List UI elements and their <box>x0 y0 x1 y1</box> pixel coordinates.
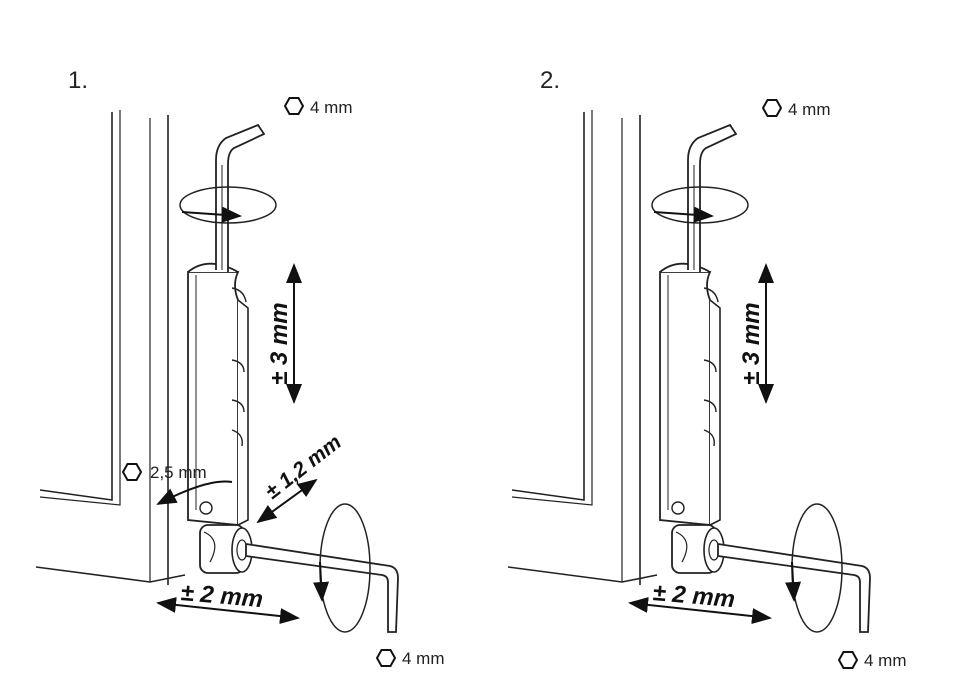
compression-arrow <box>256 478 318 524</box>
horizontal-adjust-label: ± 2 mm <box>179 579 264 613</box>
compression-adjust-label: ± 1,2 mm <box>261 431 346 504</box>
vertical-adjust-label: ± 3 mm <box>738 302 765 385</box>
top-wrench-size: 4 mm <box>310 98 353 117</box>
step-number: 2. <box>540 67 560 94</box>
hexagon-icon <box>284 97 304 115</box>
step-number: 1. <box>68 67 88 94</box>
hinge-illustration-2 <box>508 110 870 632</box>
vertical-adjust-label: ± 3 mm <box>266 302 293 385</box>
hexagon-icon <box>376 649 396 667</box>
hexagon-icon <box>762 99 782 117</box>
bottom-wrench-size: 4 mm <box>864 651 907 670</box>
top-wrench-size: 4 mm <box>788 100 831 119</box>
panel-1: 1. 4 mm 2,5 mm 4 mm ± 3 mm ± 2 mm ± 1,2 … <box>36 67 445 668</box>
panel-2: 2. 4 mm 4 mm ± 3 mm ± 2 mm <box>508 67 907 670</box>
screw-rotation-arrow <box>156 480 233 505</box>
hexagon-icon <box>122 463 142 481</box>
hinge-illustration-1 <box>36 110 398 632</box>
bottom-wrench-size: 4 mm <box>402 649 445 668</box>
screw-wrench-size: 2,5 mm <box>150 463 207 482</box>
hexagon-icon <box>838 651 858 669</box>
horizontal-adjust-label: ± 2 mm <box>651 579 736 613</box>
